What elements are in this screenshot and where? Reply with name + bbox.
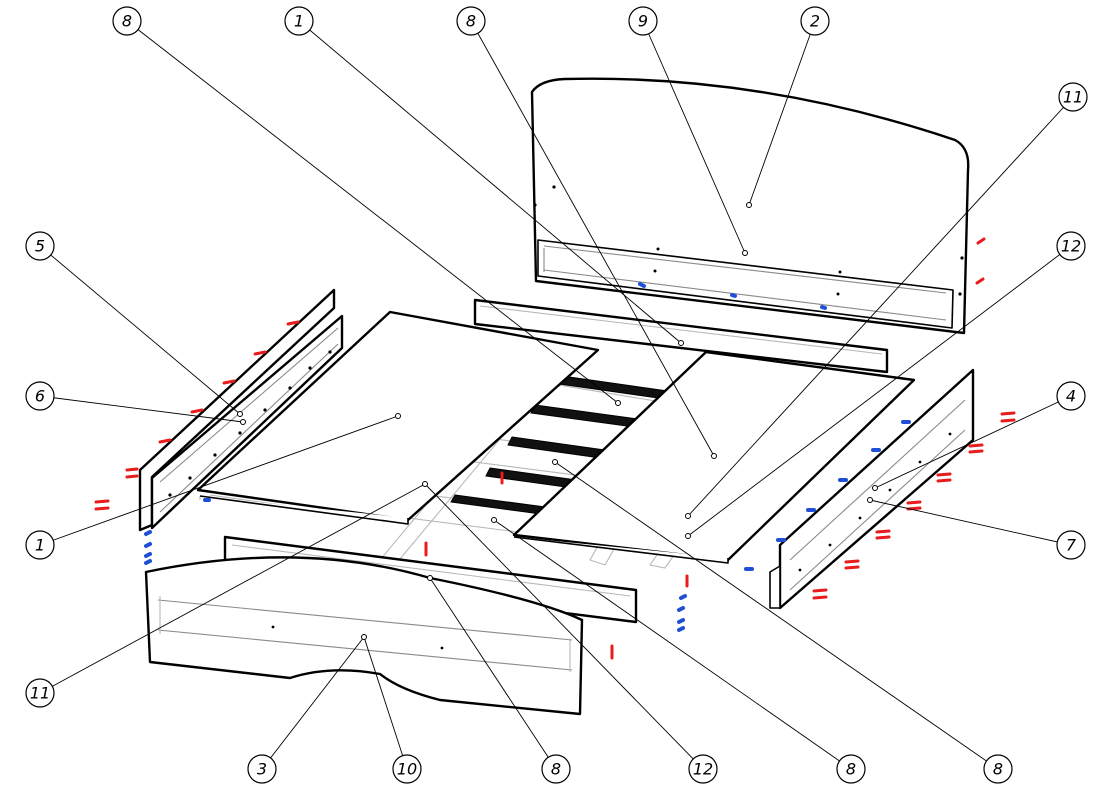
leader-anchors (237, 202, 878, 640)
callout-bottom-8c: 8 (983, 754, 1013, 784)
callout-label: 11 (30, 684, 50, 703)
callout-label: 6 (35, 387, 45, 406)
callout-bottom-8a: 8 (541, 754, 571, 784)
callout-label: 8 (551, 760, 561, 779)
callout-left-6: 6 (25, 381, 55, 411)
callout-right-4: 4 (1056, 381, 1086, 411)
callout-label: 1 (35, 536, 45, 555)
callout-label: 11 (1063, 88, 1083, 107)
callout-label: 8 (466, 12, 476, 31)
callout-bottom-8b: 8 (836, 754, 866, 784)
callout-right-12: 12 (1056, 231, 1086, 261)
callout-left-5: 5 (25, 231, 55, 261)
callout-label: 1 (294, 12, 304, 31)
left-side-rail (94, 288, 344, 565)
callout-label: 8 (122, 12, 132, 31)
callout-top-2: 2 (800, 6, 830, 36)
back-rail (473, 298, 889, 374)
leader-lines (39, 20, 1074, 770)
callout-label: 4 (1066, 387, 1076, 406)
callout-label: 8 (846, 760, 856, 779)
callout-right-11: 11 (1058, 82, 1088, 112)
callout-label: 2 (810, 12, 820, 31)
callout-top-8a: 8 (112, 6, 142, 36)
callout-label: 9 (638, 12, 648, 31)
loose-hardware (203, 471, 689, 660)
callout-bottom-12: 12 (688, 754, 718, 784)
callout-top-1: 1 (284, 6, 314, 36)
callout-bottom-10: 10 (392, 754, 422, 784)
callout-left-1: 1 (25, 530, 55, 560)
callout-label: 12 (1061, 237, 1081, 256)
callout-label: 10 (397, 760, 417, 779)
callout-label: 12 (693, 760, 713, 779)
callout-label: 8 (993, 760, 1003, 779)
callout-bottom-3: 3 (247, 754, 277, 784)
callout-label: 3 (257, 760, 267, 779)
callout-label: 5 (35, 237, 45, 256)
callout-top-9: 9 (628, 6, 658, 36)
callout-label: 7 (1066, 536, 1077, 555)
headboard-panel (530, 77, 986, 335)
callout-left-11: 11 (25, 678, 55, 708)
callout-top-8b: 8 (456, 6, 486, 36)
callout-right-7: 7 (1056, 530, 1086, 560)
